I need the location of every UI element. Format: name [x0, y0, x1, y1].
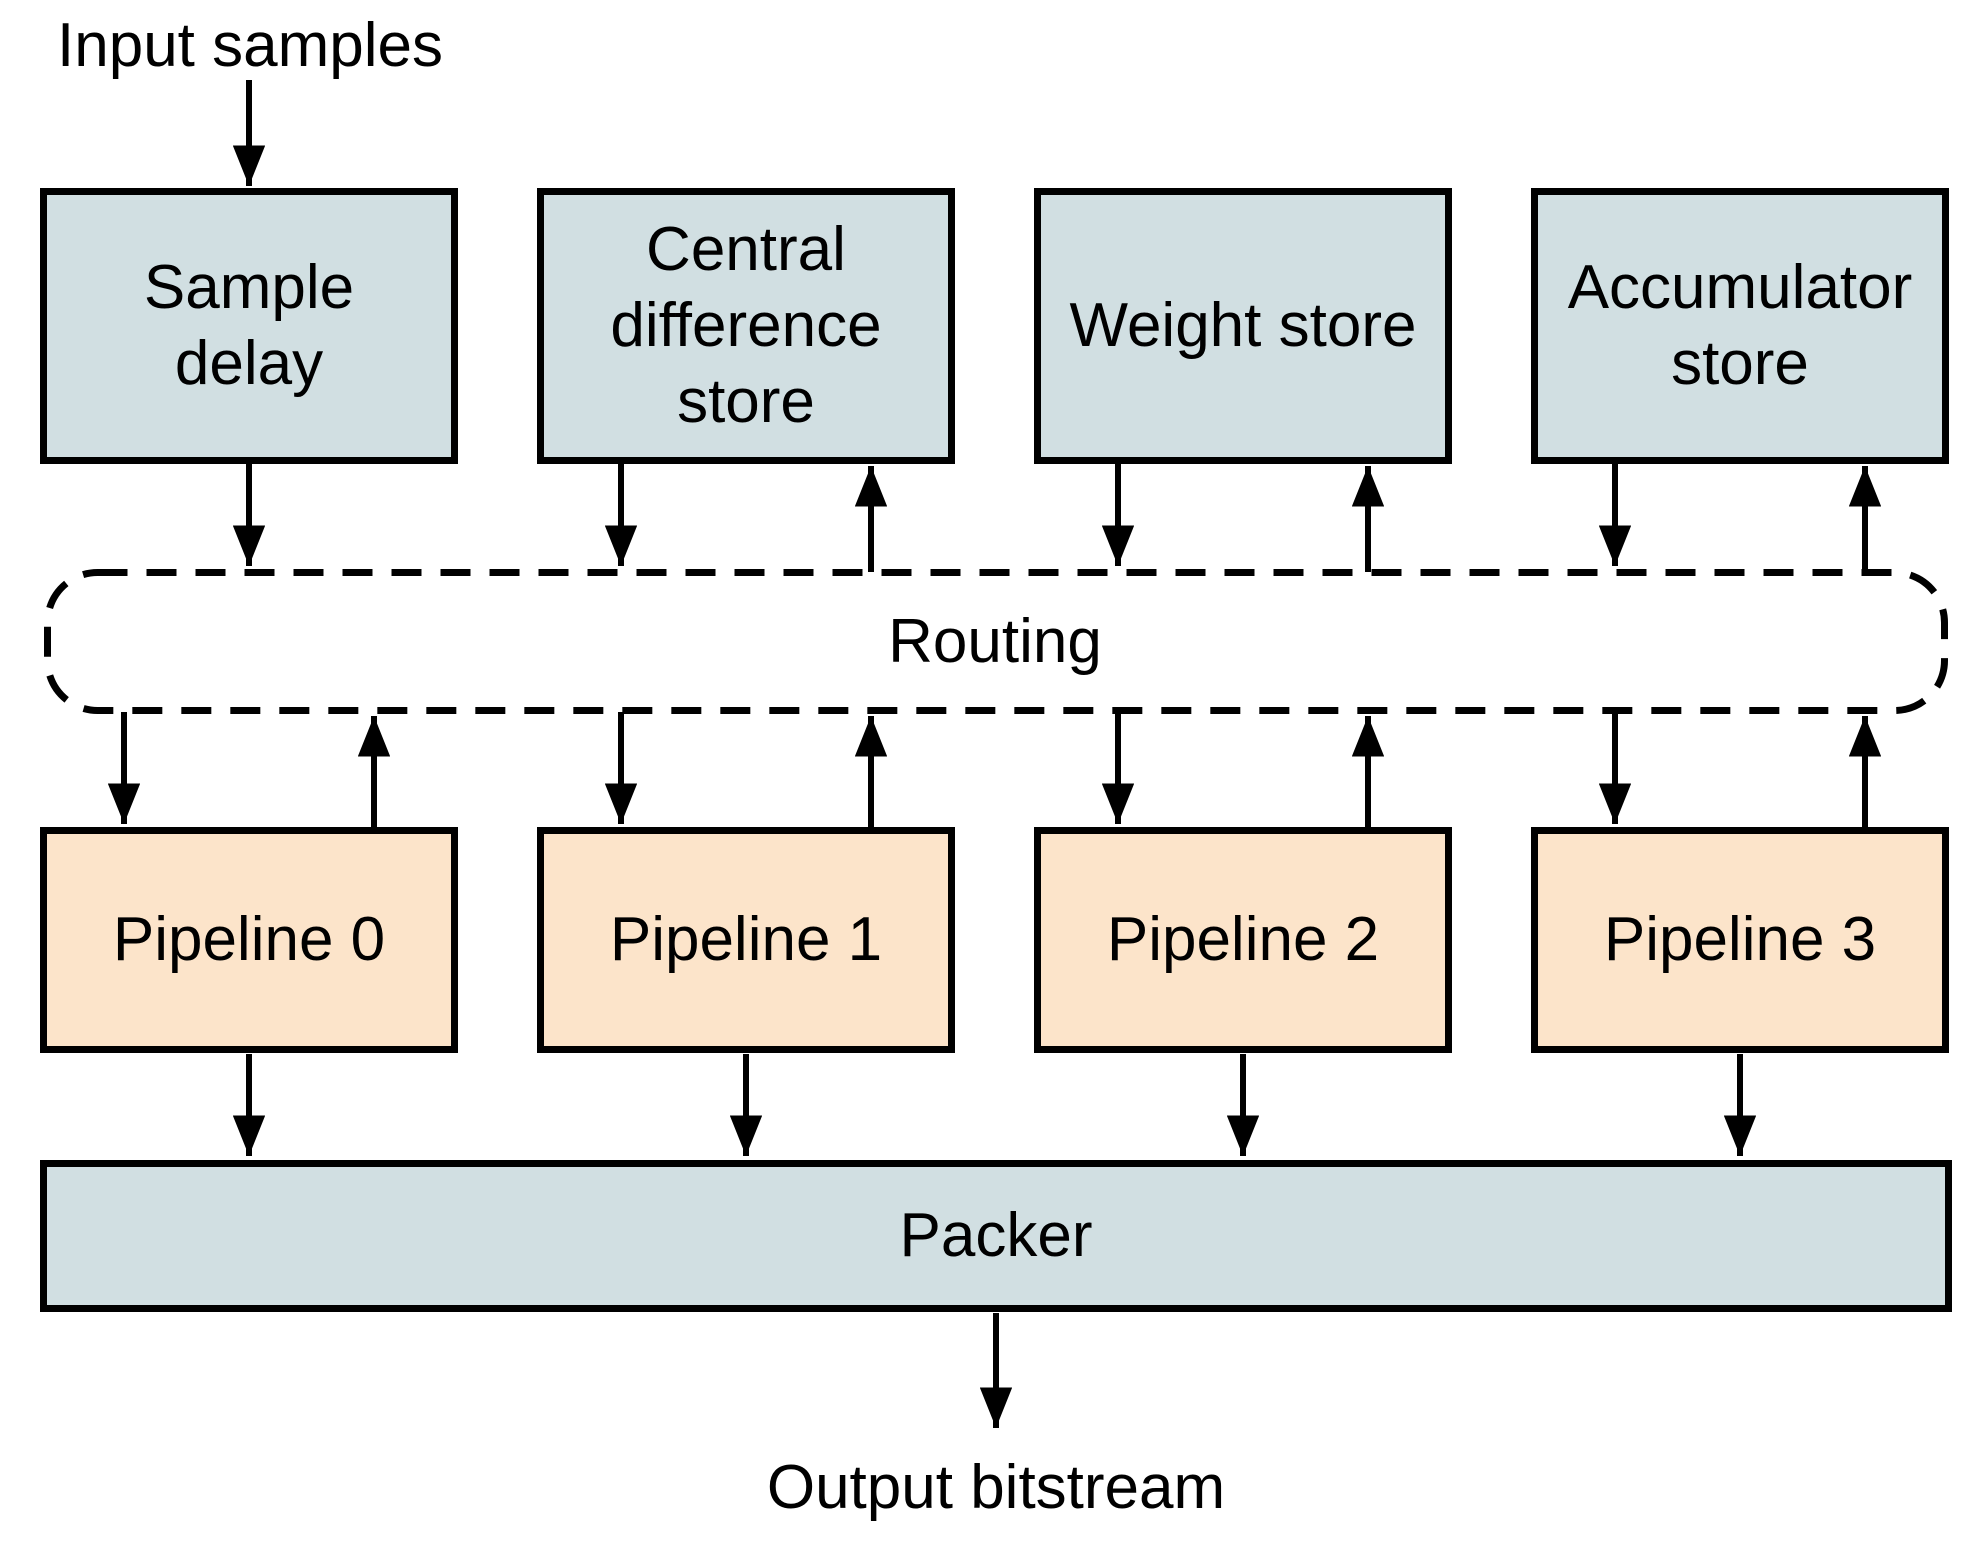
- accumulator-store-box: Accumulator store: [1531, 188, 1949, 464]
- pipeline-0-label: Pipeline 0: [112, 905, 386, 974]
- pipeline-1-box: Pipeline 1: [537, 827, 955, 1053]
- weight-store-box: Weight store: [1034, 188, 1452, 464]
- accumulator-store-label: Accumulator store: [1568, 250, 1913, 402]
- packer-box: Packer: [40, 1160, 1952, 1312]
- pipeline-1-label: Pipeline 1: [609, 905, 883, 974]
- pipeline-2-label: Pipeline 2: [1106, 905, 1380, 974]
- sample-delay-store-box: Sample delay: [40, 188, 458, 464]
- pipeline-0-box: Pipeline 0: [40, 827, 458, 1053]
- label-line: difference: [610, 291, 882, 360]
- packer-label: Packer: [899, 1201, 1093, 1270]
- output-bitstream-label: Output bitstream: [766, 1453, 1226, 1522]
- pipeline-2-box: Pipeline 2: [1034, 827, 1452, 1053]
- label-line: Weight store: [1069, 291, 1417, 360]
- pipeline-3-label: Pipeline 3: [1603, 905, 1877, 974]
- routing-box: [44, 569, 1948, 714]
- label-line: Accumulator: [1567, 253, 1913, 322]
- label-line: delay: [174, 329, 324, 398]
- label-line: Sample: [143, 253, 355, 322]
- pipeline-3-box: Pipeline 3: [1531, 827, 1949, 1053]
- label-line: store: [1671, 329, 1809, 398]
- weight-store-label: Weight store: [1070, 288, 1417, 364]
- sample-delay-store-label: Sample delay: [144, 250, 354, 402]
- routing-label: Routing: [888, 606, 1102, 676]
- label-line: Central: [646, 215, 846, 284]
- central-difference-store-label: Central difference store: [610, 212, 881, 440]
- label-line: store: [677, 367, 815, 436]
- input-samples-label: Input samples: [57, 11, 443, 80]
- central-difference-store-box: Central difference store: [537, 188, 955, 464]
